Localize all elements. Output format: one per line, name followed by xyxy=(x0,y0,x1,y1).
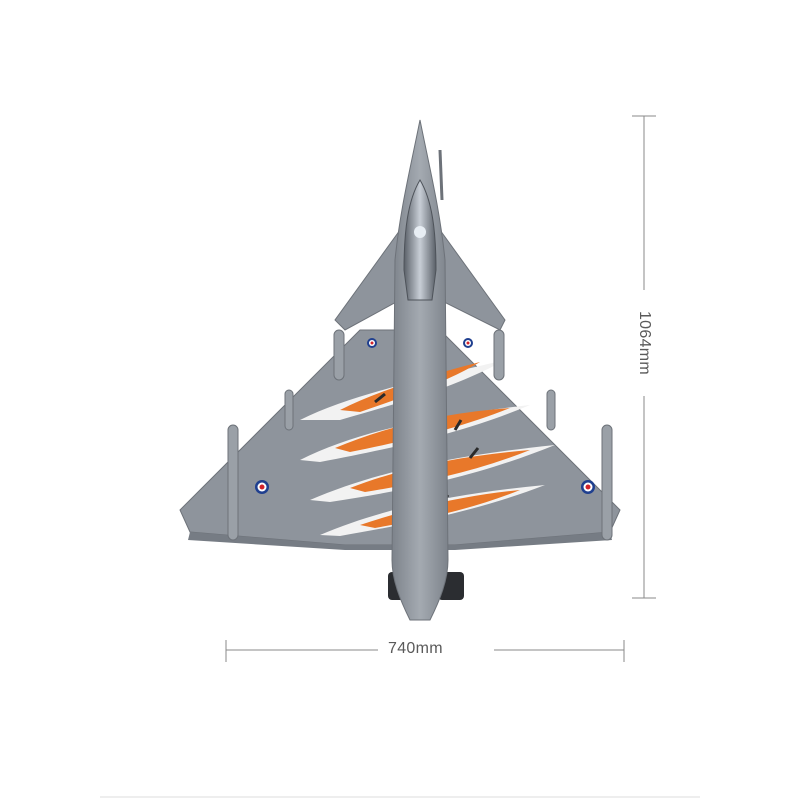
wingtip-missiles xyxy=(227,329,613,541)
pilot-helmet xyxy=(414,226,426,238)
bottom-divider xyxy=(100,796,700,798)
roundel-left-wing xyxy=(255,480,269,494)
left-canard xyxy=(334,228,401,331)
wing-trailing-edge xyxy=(188,532,612,550)
right-canard xyxy=(439,228,506,331)
canopy xyxy=(403,179,437,301)
height-dimension-label: 1064mm xyxy=(635,306,653,380)
width-dimension-label: 740mm xyxy=(384,640,447,658)
roundel-left-canard xyxy=(367,338,377,348)
refuel-probe xyxy=(438,149,444,201)
roundel-right-canard xyxy=(463,338,473,348)
roundel-right-wing xyxy=(581,480,595,494)
height-dimension-line xyxy=(632,115,656,599)
width-dimension-line xyxy=(225,640,625,662)
